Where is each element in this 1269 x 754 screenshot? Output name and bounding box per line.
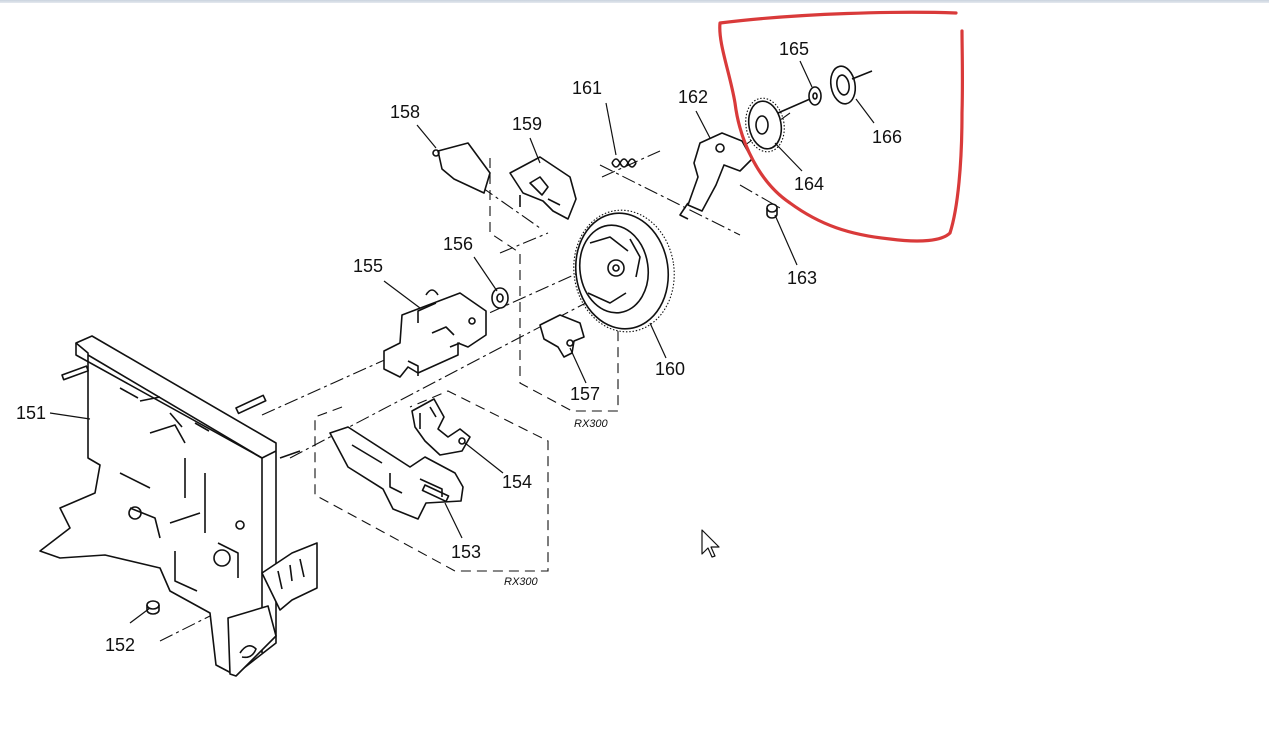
part-152-pin: [146, 600, 160, 615]
part-158-plate: [432, 142, 491, 194]
part-156-washer: [491, 287, 509, 309]
label-151: 151: [16, 403, 46, 423]
label-160: 160: [655, 359, 685, 379]
label-152: 152: [105, 635, 135, 655]
label-157: 157: [570, 384, 600, 404]
label-156: 156: [443, 234, 473, 254]
part-159-bracket: [509, 156, 577, 220]
mouse-pointer-icon: [701, 529, 720, 558]
part-155-plate: [383, 289, 487, 378]
axis-161-162: [599, 164, 741, 236]
window-top-edge: [0, 0, 1269, 3]
label-165: 165: [779, 39, 809, 59]
label-162: 162: [678, 87, 708, 107]
label-153: 153: [451, 542, 481, 562]
part-165-washer: [808, 86, 822, 106]
label-155: 155: [353, 256, 383, 276]
variant-box-lower: RX300: [314, 390, 549, 588]
part-160-gear: [573, 209, 675, 333]
label-164: 164: [794, 174, 824, 194]
exploded-parts-diagram: RX300 RX300: [16, 10, 965, 677]
part-157-lever: [539, 314, 585, 358]
label-158: 158: [390, 102, 420, 122]
part-151-chassis: [39, 335, 318, 677]
label-163: 163: [787, 268, 817, 288]
part-163-spring: [766, 203, 778, 219]
diagram-canvas: RX300 RX300: [0, 3, 1269, 754]
part-153-lever: [329, 426, 464, 520]
part-162-arm: [679, 132, 753, 220]
axis-161: [601, 150, 661, 178]
axis-152: [159, 600, 241, 642]
part-161-spring: [611, 158, 637, 168]
variant-label-upper: RX300: [574, 418, 609, 430]
label-161: 161: [572, 78, 602, 98]
leader-lines: [49, 60, 875, 624]
part-154-bracket: [411, 398, 471, 456]
part-164-gear: [745, 97, 811, 153]
part-labels: 151 152 153 154 155 156 157 158 159 160 …: [16, 39, 902, 655]
label-166: 166: [872, 127, 902, 147]
label-154: 154: [502, 472, 532, 492]
label-159: 159: [512, 114, 542, 134]
red-highlight-outline: [718, 10, 965, 243]
axis-156: [499, 232, 549, 254]
part-166-pulley: [829, 65, 873, 105]
variant-label-lower: RX300: [504, 576, 539, 588]
